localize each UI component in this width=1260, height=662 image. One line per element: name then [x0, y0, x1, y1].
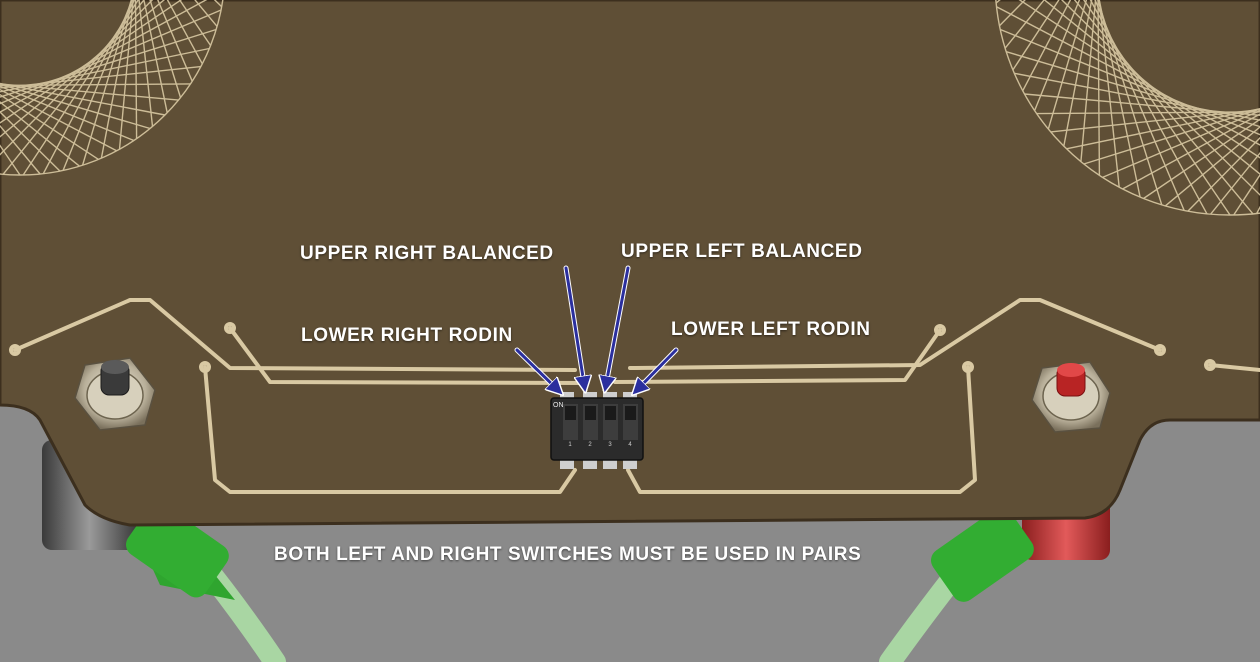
mesh-strand [1210, 0, 1260, 215]
left-wire [126, 503, 286, 662]
mesh-strand [0, 0, 225, 168]
mesh-strand [1063, 0, 1138, 147]
push-button-icon [74, 357, 156, 431]
label-lower-right-rodin: LOWER RIGHT RODIN [301, 325, 513, 346]
label-upper-right-balanced: UPPER RIGHT BALANCED [300, 243, 554, 264]
mesh-strand [100, 0, 166, 159]
push-button-icon [1031, 361, 1111, 433]
switch-position-label: 3 [608, 442, 612, 448]
mesh-strand [0, 0, 61, 172]
pcb-traces [9, 298, 1260, 494]
mesh-strand [0, 0, 99, 160]
mesh-outline [0, 0, 226, 176]
arrow-lower-right [514, 347, 561, 393]
switch-position-label: 4 [628, 442, 632, 448]
label-lower-left-rodin: LOWER LEFT RODIN [671, 319, 871, 340]
switch-on-marking: ON [553, 402, 564, 409]
mesh-strand [1143, 0, 1260, 200]
mesh-strand [78, 0, 182, 98]
mesh-strand [118, 0, 151, 150]
mesh-strand [1095, 0, 1101, 176]
arrow-lower-left [634, 347, 679, 393]
switch-position-label: 2 [588, 442, 592, 448]
mesh-strand [0, 0, 41, 175]
mesh-strand [1187, 0, 1260, 212]
mesh-strand [1047, 0, 1159, 130]
mesh-pattern-right [994, 0, 1260, 216]
mesh-strand [0, 31, 151, 130]
label-upper-left-balanced: UPPER LEFT BALANCED [621, 241, 863, 262]
mesh-strand [0, 0, 80, 167]
arrow-upper-left [605, 265, 631, 390]
pcb-board [0, 0, 1260, 527]
mesh-strand [1012, 0, 1227, 71]
mesh-strand [97, 0, 168, 113]
mesh-strand [39, 0, 203, 65]
mesh-strand [1077, 0, 1120, 188]
mesh-strand [0, 12, 135, 142]
mesh-strand [0, 0, 117, 152]
mesh-strand [1080, 0, 1117, 162]
right-wire [879, 507, 1034, 662]
mesh-strand [1122, 2, 1260, 190]
arrow-upper-right [563, 265, 585, 390]
mesh-strand [1022, 0, 1204, 92]
mesh-strand [1102, 25, 1260, 179]
mesh-strand [115, 0, 154, 127]
mesh-strand [1164, 0, 1260, 207]
mesh-strand [1033, 0, 1182, 111]
mesh-strand [1083, 47, 1260, 165]
mesh-strand [0, 50, 166, 116]
switch-position-label: 1 [568, 442, 572, 448]
dip-switch-icon: ON 1 2 3 4 [550, 392, 644, 469]
mesh-strand [59, 0, 193, 82]
pointer-arrows [514, 265, 679, 393]
mesh-strand [133, 0, 138, 139]
mesh-outline [994, 0, 1260, 216]
mesh-pattern-left [0, 0, 226, 176]
pairing-note: BOTH LEFT AND RIGHT SWITCHES MUST BE USE… [274, 544, 862, 565]
